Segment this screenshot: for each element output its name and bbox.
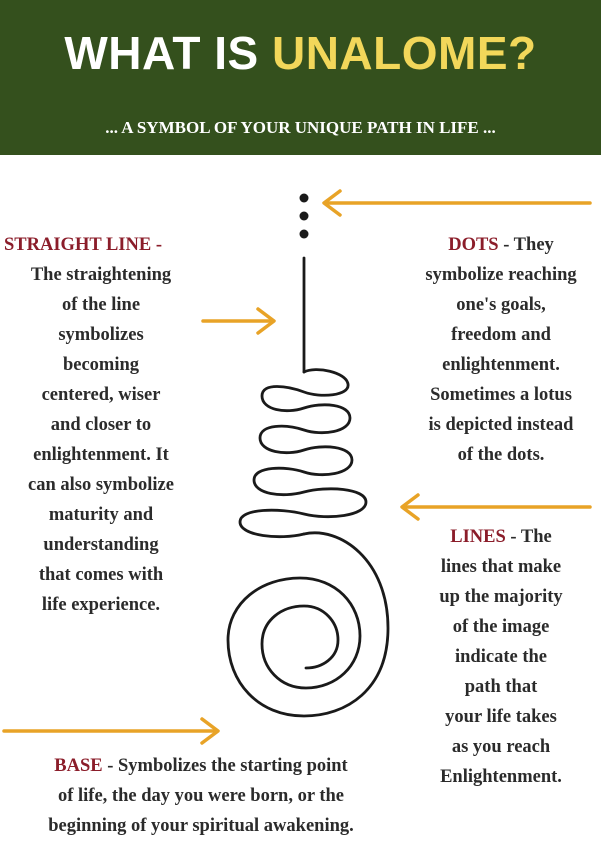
- lines-section: LINES - The lines that make up the major…: [416, 522, 586, 792]
- text-line: up the majority: [439, 587, 563, 607]
- straight-line-section: STRAIGHT LINE - The straightening of the…: [4, 230, 198, 620]
- straight-line-heading: STRAIGHT LINE -: [4, 230, 198, 260]
- text-line: of the dots.: [457, 445, 545, 465]
- text-line: is depicted instead: [428, 415, 574, 435]
- base-section: BASE - Symbolizes the starting point of …: [0, 751, 402, 841]
- page-title: WHAT IS UNALOME?: [0, 26, 601, 80]
- text-line: symbolizes: [58, 325, 144, 345]
- spiral-icon: [226, 531, 390, 718]
- text-line: symbolize reaching: [425, 265, 577, 285]
- title-accent: UNALOME?: [271, 27, 537, 79]
- straight-line-separator: -: [151, 235, 162, 255]
- lines-heading-rest: - The: [505, 527, 552, 547]
- text-line: that comes with: [38, 565, 164, 585]
- text-line: of the image: [452, 617, 550, 637]
- text-line: as you reach: [451, 737, 551, 757]
- text-line: enlightenment. It: [33, 445, 169, 465]
- text-line: enlightenment.: [442, 355, 560, 375]
- text-line: of the line: [61, 295, 141, 315]
- dot-icon: [299, 193, 309, 203]
- text-line: path that: [464, 677, 538, 697]
- base-heading-rest: - Symbolizes the starting point: [102, 756, 348, 776]
- text-line: life experience.: [41, 595, 161, 615]
- text-line: lines that make: [440, 557, 562, 577]
- text-line: becoming: [62, 355, 140, 375]
- text-line: Enlightenment.: [440, 767, 562, 787]
- lines-heading: LINES - The: [416, 522, 586, 552]
- text-line: indicate the: [455, 647, 547, 667]
- dots-label: DOTS: [448, 235, 499, 255]
- title-prefix: WHAT IS: [64, 27, 272, 79]
- text-line: maturity and: [48, 505, 154, 525]
- dots-icon: [299, 193, 309, 239]
- dot-icon: [299, 211, 309, 221]
- text-line: Sometimes a lotus: [430, 385, 572, 405]
- text-line: one's goals,: [456, 295, 546, 315]
- text-line: can also symbolize: [28, 475, 174, 495]
- arrow-right-icon: [201, 307, 276, 335]
- text-line: understanding: [43, 535, 159, 555]
- loops-icon: [238, 368, 368, 539]
- dots-heading-rest: - They: [498, 235, 554, 255]
- dots-heading: DOTS - They: [402, 230, 600, 260]
- header-banner: WHAT IS UNALOME? ... A SYMBOL OF YOUR UN…: [0, 0, 601, 155]
- dots-section: DOTS - They symbolize reaching one's goa…: [402, 230, 600, 470]
- base-heading: BASE - Symbolizes the starting point: [0, 751, 402, 781]
- base-label: BASE: [54, 756, 103, 776]
- page-subtitle: ... A SYMBOL OF YOUR UNIQUE PATH IN LIFE…: [105, 118, 496, 137]
- lines-label: LINES: [450, 527, 506, 547]
- arrow-right-icon: [2, 717, 220, 745]
- text-line: The straightening: [30, 265, 172, 285]
- text-line: freedom and: [451, 325, 551, 345]
- straight-line-label: STRAIGHT LINE: [4, 235, 152, 255]
- text-line: your life takes: [445, 707, 557, 727]
- text-line: beginning of your spiritual awakening.: [48, 816, 354, 836]
- arrow-left-icon: [400, 493, 592, 521]
- arrow-left-icon: [322, 189, 592, 217]
- text-line: of life, the day you were born, or the: [57, 786, 345, 806]
- text-line: centered, wiser: [41, 385, 161, 405]
- dot-icon: [299, 229, 309, 239]
- text-line: and closer to: [50, 415, 152, 435]
